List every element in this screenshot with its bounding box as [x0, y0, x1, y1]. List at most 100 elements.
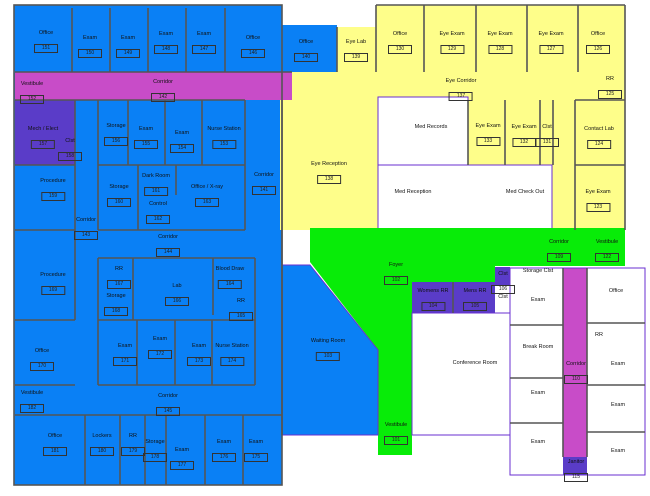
- room-number: 123: [585, 202, 610, 212]
- room-exam[interactable]: Exam: [611, 361, 625, 368]
- room-name: Waiting Room: [310, 338, 346, 344]
- room-exam[interactable]: Exam: [611, 402, 625, 409]
- room-name: Storage: [145, 439, 165, 445]
- room-name: Office: [34, 348, 50, 354]
- room-name: Janitor: [567, 459, 585, 465]
- room-conference-room[interactable]: Conference Room: [453, 360, 498, 367]
- room-rr[interactable]: RR: [595, 332, 603, 339]
- room-number: 133: [475, 136, 500, 146]
- room-med-records[interactable]: Med Records: [415, 124, 448, 131]
- room-med-check-out[interactable]: Med Check Out: [506, 189, 544, 196]
- room-janitor-115[interactable]: Janitor 115: [564, 459, 588, 482]
- zone-office-140: [282, 25, 337, 72]
- room-number: 130: [388, 44, 412, 54]
- room-med-reception[interactable]: Med Reception: [395, 189, 432, 196]
- room-exam[interactable]: Exam: [611, 448, 625, 455]
- room-exam[interactable]: Exam: [531, 390, 545, 397]
- room-name: Corridor: [549, 239, 569, 245]
- room-number: 145: [156, 406, 180, 416]
- room-break-room[interactable]: Break Room: [523, 344, 554, 351]
- room-number: 173: [187, 356, 211, 366]
- room-storage-clst[interactable]: Storage Clst: [523, 268, 553, 275]
- room-number: 115: [564, 472, 588, 482]
- room-exam[interactable]: Exam: [531, 297, 545, 304]
- room-waiting-room-103[interactable]: Waiting Room 103: [310, 338, 346, 361]
- room-number: 103: [316, 351, 340, 361]
- zone-corridor: [563, 268, 587, 458]
- room-name: Office: [245, 35, 261, 41]
- room-exam[interactable]: Exam: [531, 439, 545, 446]
- room-office[interactable]: Office: [609, 288, 623, 295]
- room-name: Eye Lab: [345, 39, 367, 45]
- room-number: 128: [487, 44, 512, 54]
- room-clst[interactable]: Clst: [498, 294, 507, 301]
- room-name: Exam: [152, 336, 168, 342]
